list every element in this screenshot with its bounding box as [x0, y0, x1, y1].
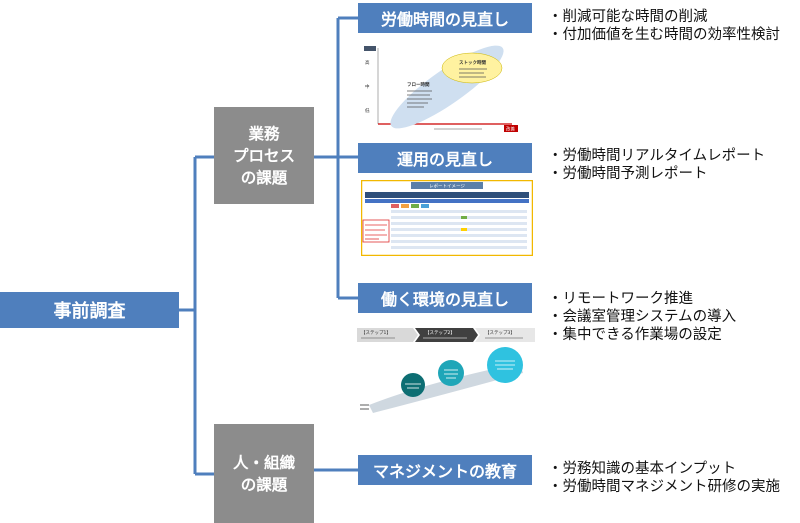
topic-operation-review: 運用の見直し — [358, 143, 532, 173]
list-item: 削減可能な時間の削減 — [552, 8, 780, 26]
topic-label: マネジメントの教育 — [372, 462, 517, 481]
list-item: 集中できる作業場の設定 — [552, 326, 736, 344]
list-item: 労働時間マネジメント研修の実施 — [552, 478, 781, 496]
category-line: プロセス — [232, 146, 295, 165]
list-item: リモートワーク推進 — [552, 290, 736, 308]
topic-management-education: マネジメントの教育 — [358, 455, 532, 485]
bullet-list-operation: 労働時間リアルタイムレポート 労働時間予測レポート — [552, 147, 766, 183]
step1-label: 【ステップ1】 — [361, 330, 391, 336]
topic-label: 運用の見直し — [396, 150, 493, 169]
list-item: 労働時間予測レポート — [552, 165, 765, 183]
bullet-list-management-education: 労務知識の基本インプット 労働時間マネジメント研修の実施 — [552, 460, 781, 496]
report-title: レポートイメージ — [429, 183, 465, 190]
report-image-thumbnail: レポートイメージ — [361, 180, 533, 256]
svg-text:中: 中 — [365, 83, 370, 90]
topic-labor-hours-review: 労働時間の見直し — [358, 3, 532, 33]
step3-label: 【ステップ3】 — [485, 330, 515, 336]
bubble-stock-label: ストック時間 — [459, 59, 486, 66]
bullet-list-labor-hours: 削減可能な時間の削減 付加価値を生む時間の効率性検討 — [552, 8, 781, 44]
svg-text:低: 低 — [365, 107, 370, 114]
topic-label: 働く環境の見直し — [380, 290, 509, 309]
category-line: 業務 — [248, 124, 280, 143]
list-item: 会議室管理システムの導入 — [552, 308, 737, 326]
improve-button-label: 改善 — [506, 126, 515, 133]
root-label: 事前調査 — [53, 301, 126, 322]
svg-text:高: 高 — [365, 59, 370, 66]
root-node-pre-survey: 事前調査 — [0, 292, 179, 328]
category-business-process: 業務 プロセス の課題 — [214, 107, 314, 204]
bullet-list-work-environment: リモートワーク推進 会議室管理システムの導入 集中できる作業場の設定 — [552, 290, 737, 344]
topic-label: 労働時間の見直し — [380, 10, 509, 29]
list-item: 付加価値を生む時間の効率性検討 — [552, 26, 781, 44]
category-line: 人・組織 — [232, 453, 295, 472]
list-item: 労務知識の基本インプット — [552, 460, 780, 478]
remote-work-steps-thumbnail: 【ステップ1】 【ステップ2】 【ステップ3】 — [355, 325, 537, 420]
labor-hours-chart-thumbnail: 高 中 低 ストック時間 フロー時間 改善 — [362, 42, 522, 134]
category-people-organization: 人・組織 の課題 — [214, 424, 314, 523]
step2-label: 【ステップ2】 — [425, 330, 455, 336]
category-line: の課題 — [240, 475, 288, 494]
category-line: の課題 — [240, 168, 288, 187]
topic-work-environment-review: 働く環境の見直し — [358, 283, 532, 313]
bubble-flow-label: フロー時間 — [407, 81, 430, 88]
list-item: 労働時間リアルタイムレポート — [552, 147, 766, 165]
